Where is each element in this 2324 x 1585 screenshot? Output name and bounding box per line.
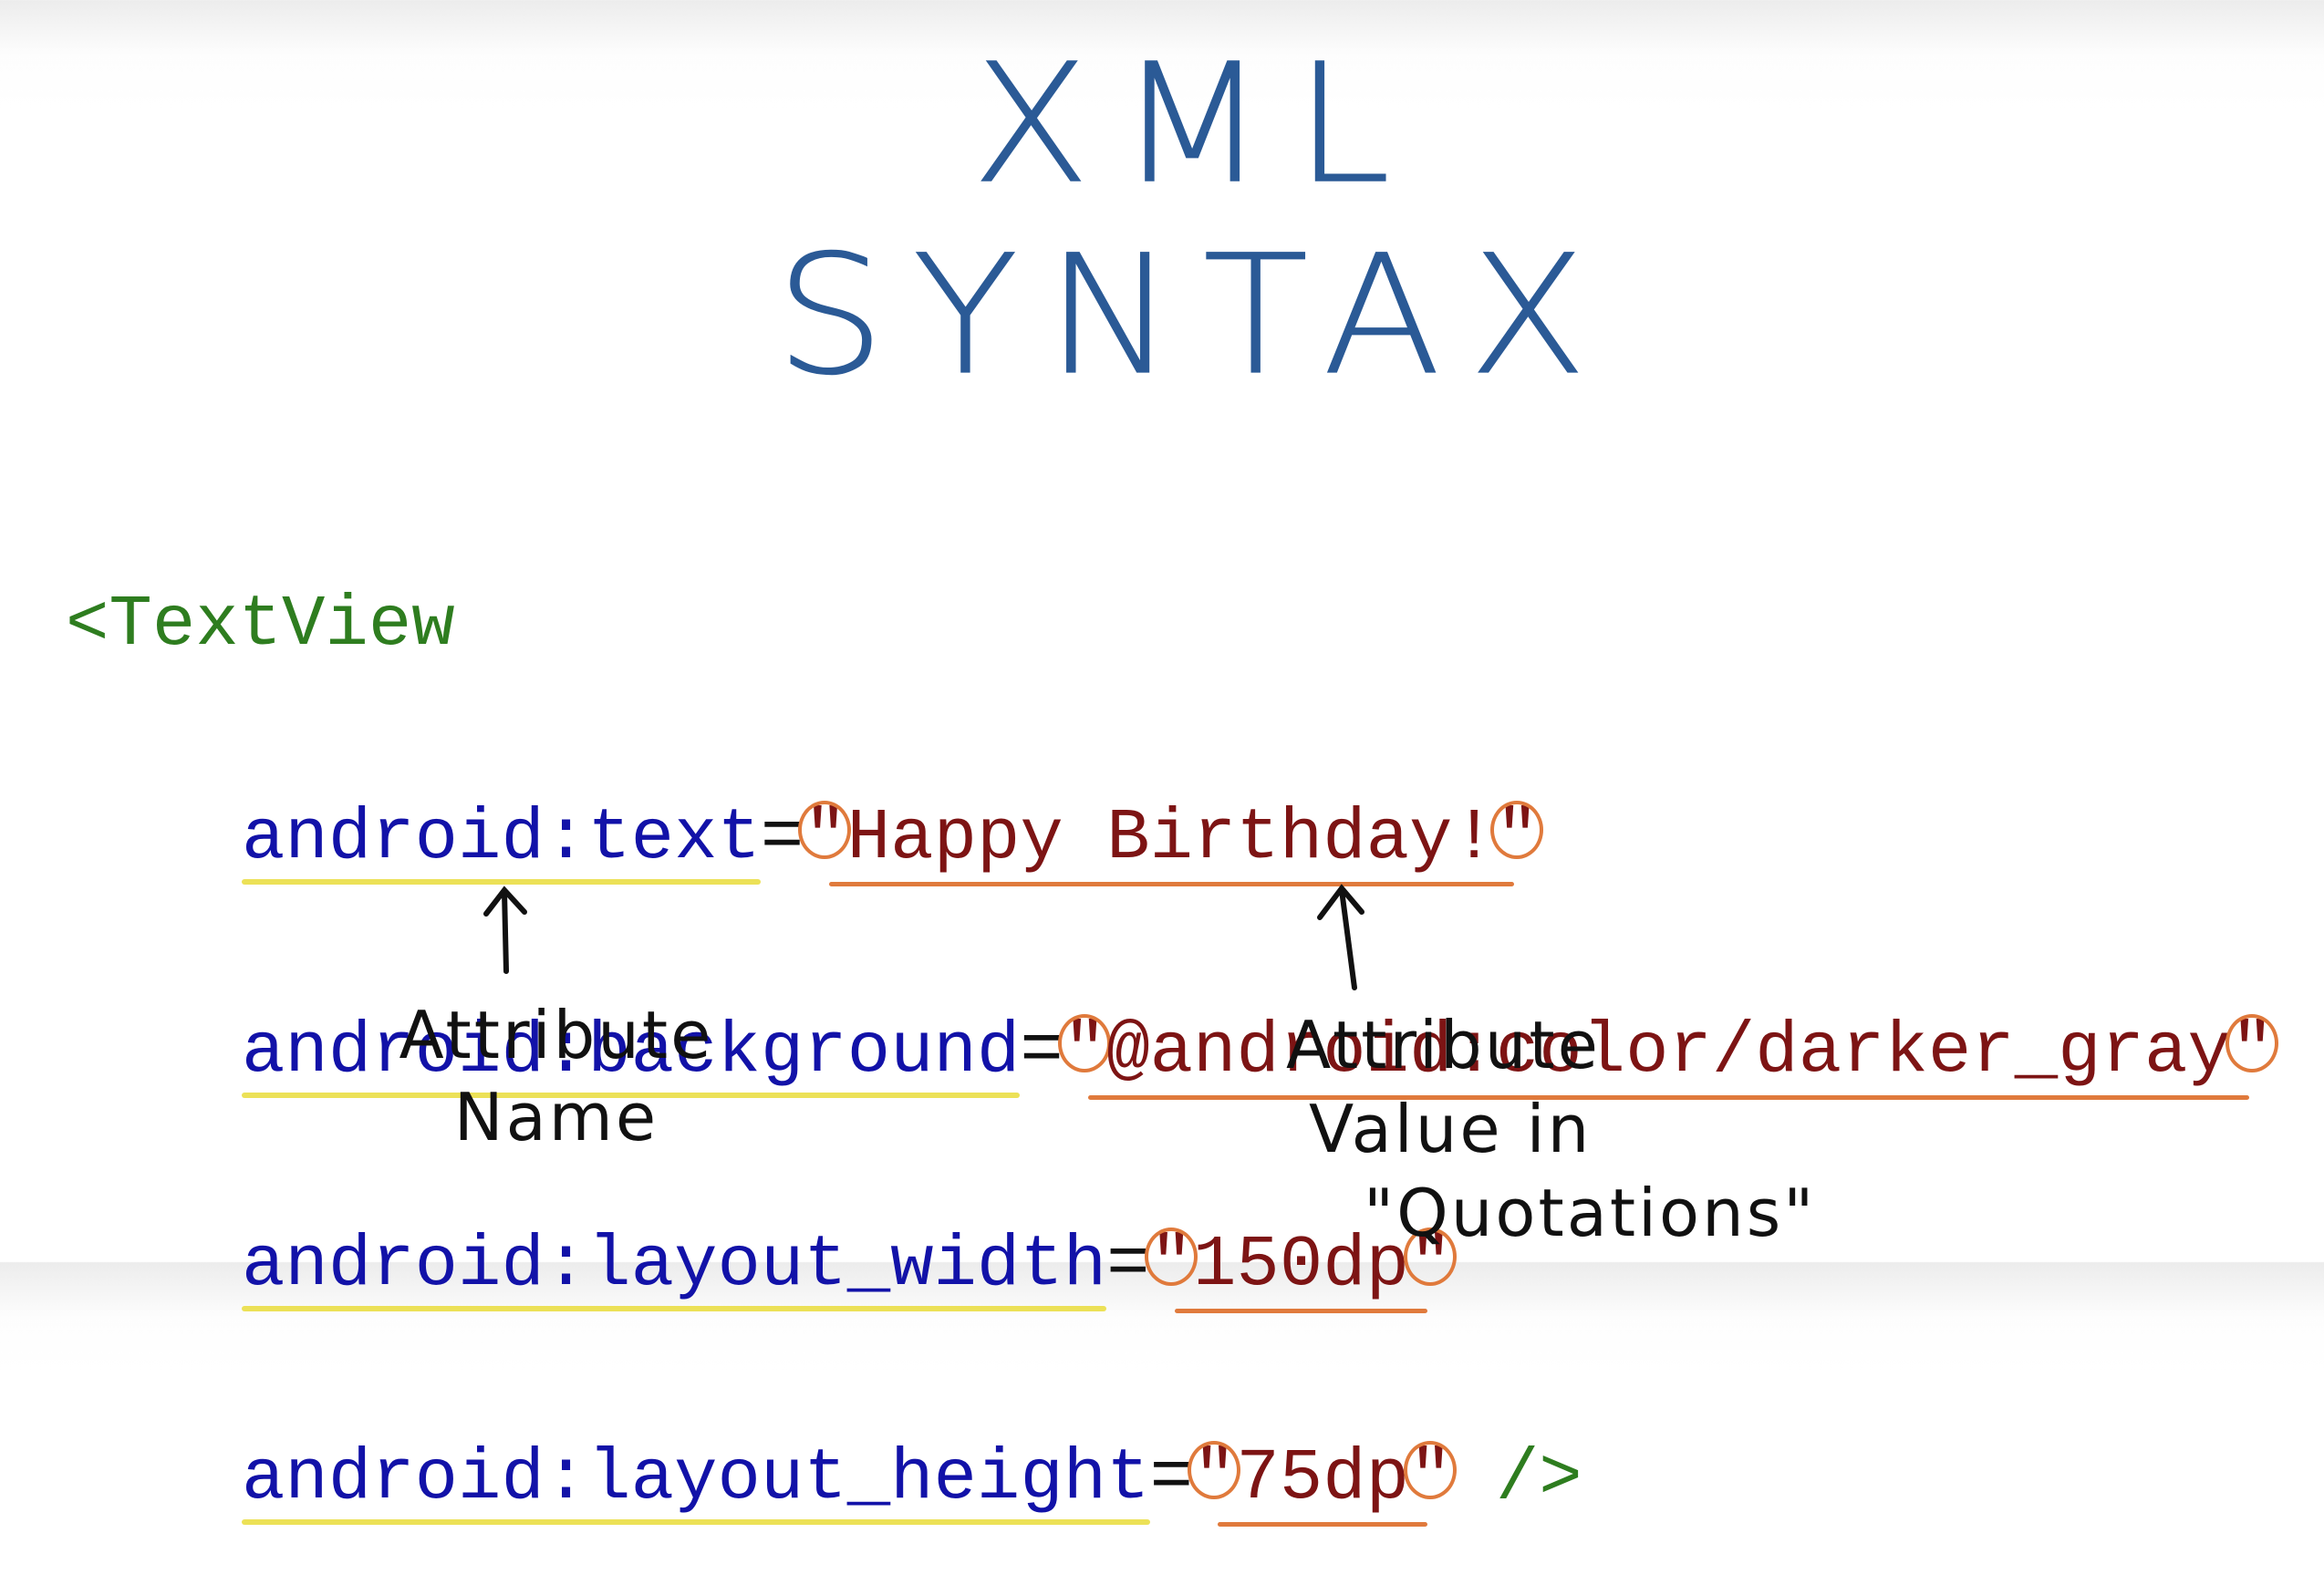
quote-mark: " xyxy=(1149,1224,1193,1306)
quote-mark: " xyxy=(1192,1437,1237,1519)
code-line: android:layout_height="75dp" /> xyxy=(66,1443,2274,1515)
equals-sign: = xyxy=(1149,1437,1193,1519)
open-tag: <TextView xyxy=(66,584,455,666)
code-line: android:layout_width="150dp" xyxy=(66,1229,2274,1301)
attribute-name: android:layout_width xyxy=(242,1224,1107,1306)
equals-sign: = xyxy=(760,797,804,879)
quote-mark: " xyxy=(2230,1010,2275,1093)
attribute-value-label: Attribute Value in "Quotations" xyxy=(1268,1003,1817,1255)
label-line: "Quotations" xyxy=(1364,1175,1817,1251)
quote-mark: " xyxy=(1495,797,1540,879)
attribute-value: @android:color/darker_gray xyxy=(1106,1010,2231,1093)
label-line: Attribute xyxy=(399,997,714,1073)
code-line: android:text="Happy Birthday!" xyxy=(66,803,2274,875)
code-line: android:background="@android:color/darke… xyxy=(66,1016,2274,1088)
label-line: Value in xyxy=(1309,1091,1593,1167)
arrow-up-icon xyxy=(1317,884,1364,990)
slide-title: XML SYNTAX xyxy=(774,28,1615,412)
equals-sign: = xyxy=(1106,1224,1150,1306)
quote-mark: " xyxy=(804,797,847,879)
attribute-name: android:background xyxy=(242,1010,1021,1093)
quote-mark: " xyxy=(1063,1010,1107,1093)
label-line: Attribute xyxy=(1286,1007,1601,1083)
attribute-name: android:text xyxy=(242,797,761,879)
arrow-up-icon xyxy=(483,886,527,974)
attribute-value: Happy Birthday! xyxy=(846,797,1496,879)
quote-mark: " xyxy=(1409,1437,1453,1519)
attribute-value: 75dp xyxy=(1236,1437,1410,1519)
attribute-name-label: Attribute Name xyxy=(383,994,730,1158)
equals-sign: = xyxy=(1020,1010,1063,1093)
attribute-name: android:layout_height xyxy=(242,1437,1150,1519)
close-tag: /> xyxy=(1452,1437,1582,1519)
label-line: Name xyxy=(453,1079,659,1155)
